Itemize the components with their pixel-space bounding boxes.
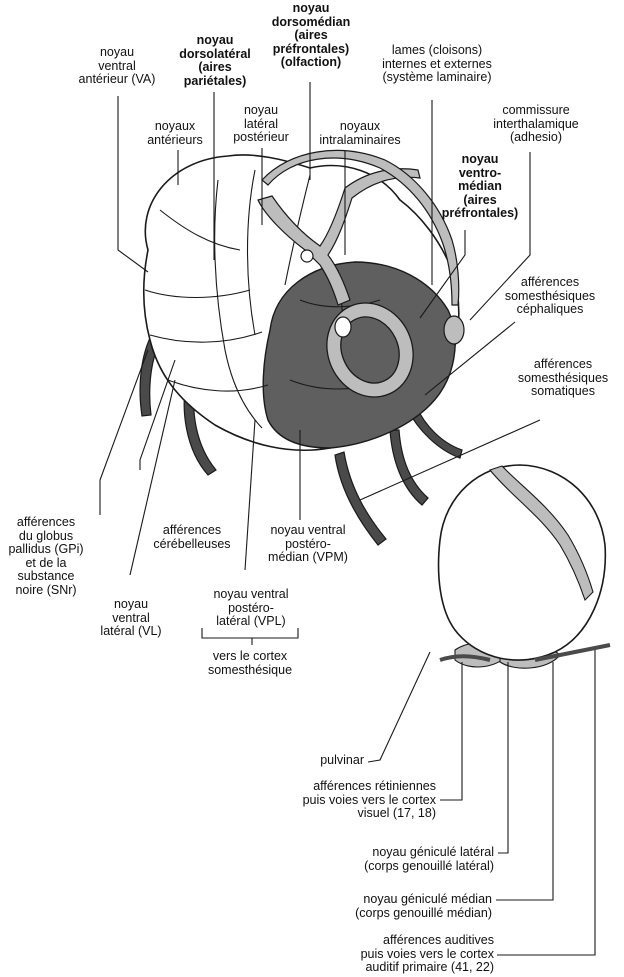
label-auditives: afférences auditives puis voies vers le … xyxy=(200,934,494,975)
label-commissure: commissure interthalamique (adhesio) xyxy=(480,104,592,145)
thalamus-body xyxy=(144,150,464,450)
label-vpm: noyau ventral postéro- médian (VPM) xyxy=(248,524,368,565)
label-genicule-median: noyau géniculé médian (corps genouillé m… xyxy=(200,893,492,920)
label-ventromedian: noyau ventro- médian (aires préfrontales… xyxy=(424,153,536,221)
label-dorsomedian: noyau dorsomédian (aires préfrontales) (… xyxy=(252,2,370,70)
label-va: noyau ventral antérieur (VA) xyxy=(58,46,176,87)
intralaminar-nucleus-1 xyxy=(301,250,313,262)
label-lateral-posterieur: noyau latéral postérieur xyxy=(206,104,316,145)
label-vl: noyau ventral latéral (VL) xyxy=(88,598,174,639)
label-vers-cortex: vers le cortex somesthésique xyxy=(190,650,310,677)
pulvinar-group xyxy=(439,465,610,668)
label-intralaminaires: noyaux intralaminaires xyxy=(306,120,414,147)
label-retiniennes: afférences rétiniennes puis voies vers l… xyxy=(200,780,436,821)
label-afferences-cephaliques: afférences somesthésiques céphaliques xyxy=(484,276,616,317)
label-afferences-somatiques: afférences somesthésiques somatiques xyxy=(504,358,622,399)
label-genicule-lateral: noyau géniculé latéral (corps genouillé … xyxy=(200,846,494,873)
interthalamic-adhesion xyxy=(444,316,464,344)
label-pulvinar: pulvinar xyxy=(260,754,364,768)
label-cerebelleuses: afférences cérébelleuses xyxy=(138,524,246,551)
fiber-somatic-2 xyxy=(390,430,428,505)
label-vpl: noyau ventral postéro- latéral (VPL) xyxy=(194,588,308,629)
label-globus-pallidus: afférences du globus pallidus (GPi) et d… xyxy=(0,516,92,597)
label-lames: lames (cloisons) internes et externes (s… xyxy=(368,44,506,85)
